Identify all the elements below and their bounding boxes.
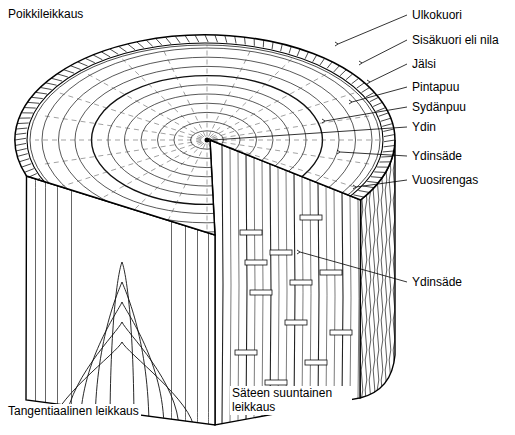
part-name: Ydinsäde (410, 275, 464, 289)
part-name: Sisäkuori eli nila (410, 33, 501, 47)
part-name: Ulkokuori (410, 8, 464, 22)
part-name: Jälsi (410, 57, 438, 71)
part-name: Ydinsäde (410, 149, 464, 163)
part-name: Sydänpuu (410, 100, 468, 114)
part-name: Ydin (410, 120, 438, 134)
part-name: Pintapuu (410, 80, 461, 94)
view-name: Poikkileikkaus (6, 7, 85, 21)
leader-lines (209, 15, 407, 282)
part-name: Vuosirengas (410, 173, 480, 187)
view-name: Tangentiaalinen leikkaus (6, 404, 141, 418)
cross-section (15, 35, 395, 245)
view-name: Säteen suuntainen leikkaus (230, 386, 352, 415)
